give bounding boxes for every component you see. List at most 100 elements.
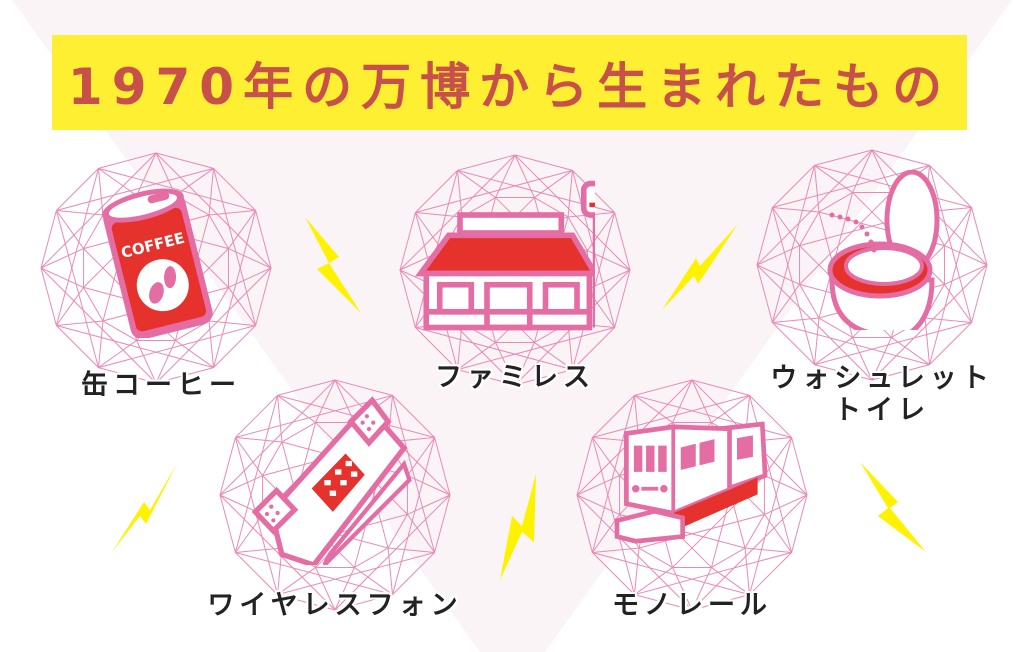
geodesic-line (587, 212, 616, 251)
geodesic-line (55, 210, 99, 368)
geodesic-line (219, 494, 336, 611)
geodesic-line (764, 475, 808, 496)
geodesic-line (399, 269, 416, 328)
geodesic-line (155, 340, 176, 384)
geodesic-line (814, 165, 820, 213)
item-label-line2: トイレ (834, 395, 930, 426)
geodesic-line (799, 284, 820, 319)
lightning-bolt-icon (662, 224, 738, 310)
lightning-bolt-icon (305, 217, 361, 313)
geodesic-line (871, 264, 988, 381)
geodesic-line (614, 269, 631, 328)
geodesic-line (514, 369, 573, 386)
geodesic-line (772, 165, 815, 208)
geodesic-line (234, 437, 263, 476)
geodesic-line (98, 325, 256, 369)
geodesic-line (691, 567, 712, 611)
geodesic-line (814, 317, 820, 365)
geodesic-line (235, 395, 278, 438)
geodesic-line (749, 395, 792, 438)
geodesic-line (514, 154, 631, 271)
geodesic-line (614, 212, 631, 271)
geodesic-line (334, 379, 393, 396)
item-label-line1: ウォシュレット (770, 363, 994, 394)
geodesic-line (219, 437, 236, 496)
geodesic-line (771, 165, 815, 323)
geodesic-line (277, 394, 316, 423)
geodesic-line (457, 154, 516, 171)
geodesic-line (387, 514, 408, 549)
geodesic-line (852, 149, 873, 193)
geodesic-line (592, 552, 635, 595)
geodesic-line (208, 320, 214, 368)
geodesic-sphere-icon (756, 149, 988, 381)
geodesic-line (40, 267, 157, 384)
geodesic-line (415, 170, 458, 213)
geodesic-line (634, 394, 792, 438)
geodesic-line (457, 170, 463, 218)
geodesic-line (234, 514, 263, 553)
geodesic-line (98, 152, 157, 169)
geodesic-line (818, 192, 853, 213)
geodesic-line (576, 494, 620, 515)
geodesic-line (638, 547, 673, 568)
geodesic-line (213, 210, 257, 368)
geodesic-line (634, 594, 693, 611)
geodesic-line (387, 547, 393, 595)
geodesic-line (136, 340, 157, 384)
geodesic-line (799, 192, 892, 285)
geodesic-line (255, 210, 272, 269)
geodesic-line (457, 327, 615, 371)
geodesic-line (399, 212, 416, 271)
geodesic-line (414, 212, 443, 251)
geodesic-line (871, 364, 930, 381)
geodesic-line (764, 494, 808, 515)
geodesic-line (415, 212, 463, 218)
geodesic-line (277, 552, 435, 596)
geodesic-line (102, 320, 137, 341)
geodesic-line (871, 337, 892, 381)
geodesic-line (567, 170, 573, 218)
geodesic-line (814, 149, 873, 166)
geodesic-line (929, 322, 972, 365)
geodesic-line (924, 317, 972, 323)
title-banner: 1970年の万博から生まれたもの (52, 35, 967, 130)
geodesic-line (591, 437, 620, 476)
geodesic-line (971, 264, 988, 323)
geodesic-line (235, 552, 393, 596)
geodesic-line (208, 168, 214, 216)
geodesic-line (818, 317, 853, 338)
geodesic-line (213, 325, 256, 368)
geodesic-line (567, 322, 573, 370)
geodesic-line (415, 327, 573, 371)
item-label: モノレール (612, 590, 772, 621)
geodesic-line (764, 437, 793, 476)
geodesic-line (457, 342, 496, 371)
geodesic-line (791, 494, 808, 553)
geodesic-line (591, 437, 635, 595)
geodesic-line (434, 437, 451, 496)
geodesic-line (814, 337, 853, 366)
geodesic-line (756, 264, 873, 381)
geodesic-line (219, 494, 236, 553)
geodesic-line (924, 317, 930, 365)
geodesic-line (495, 154, 516, 198)
geodesic-line (334, 594, 393, 611)
geodesic-line (711, 567, 750, 596)
geodesic-line (434, 494, 451, 553)
geodesic-line (407, 437, 436, 476)
geodesic-line (576, 475, 620, 496)
geodesic-line (852, 337, 873, 381)
geodesic-line (756, 207, 773, 266)
geodesic-line (971, 207, 988, 266)
item-washlet-toilet: ウォシュレット トイレ (752, 145, 992, 426)
geodesic-line (891, 337, 930, 366)
geodesic-line (155, 152, 272, 269)
family-restaurant-icon (415, 180, 595, 331)
geodesic-line (235, 552, 278, 595)
geodesic-line (208, 210, 256, 216)
geodesic-line (592, 547, 640, 553)
geodesic-line (83, 287, 104, 322)
geodesic-line (772, 322, 930, 366)
geodesic-line (315, 379, 336, 423)
